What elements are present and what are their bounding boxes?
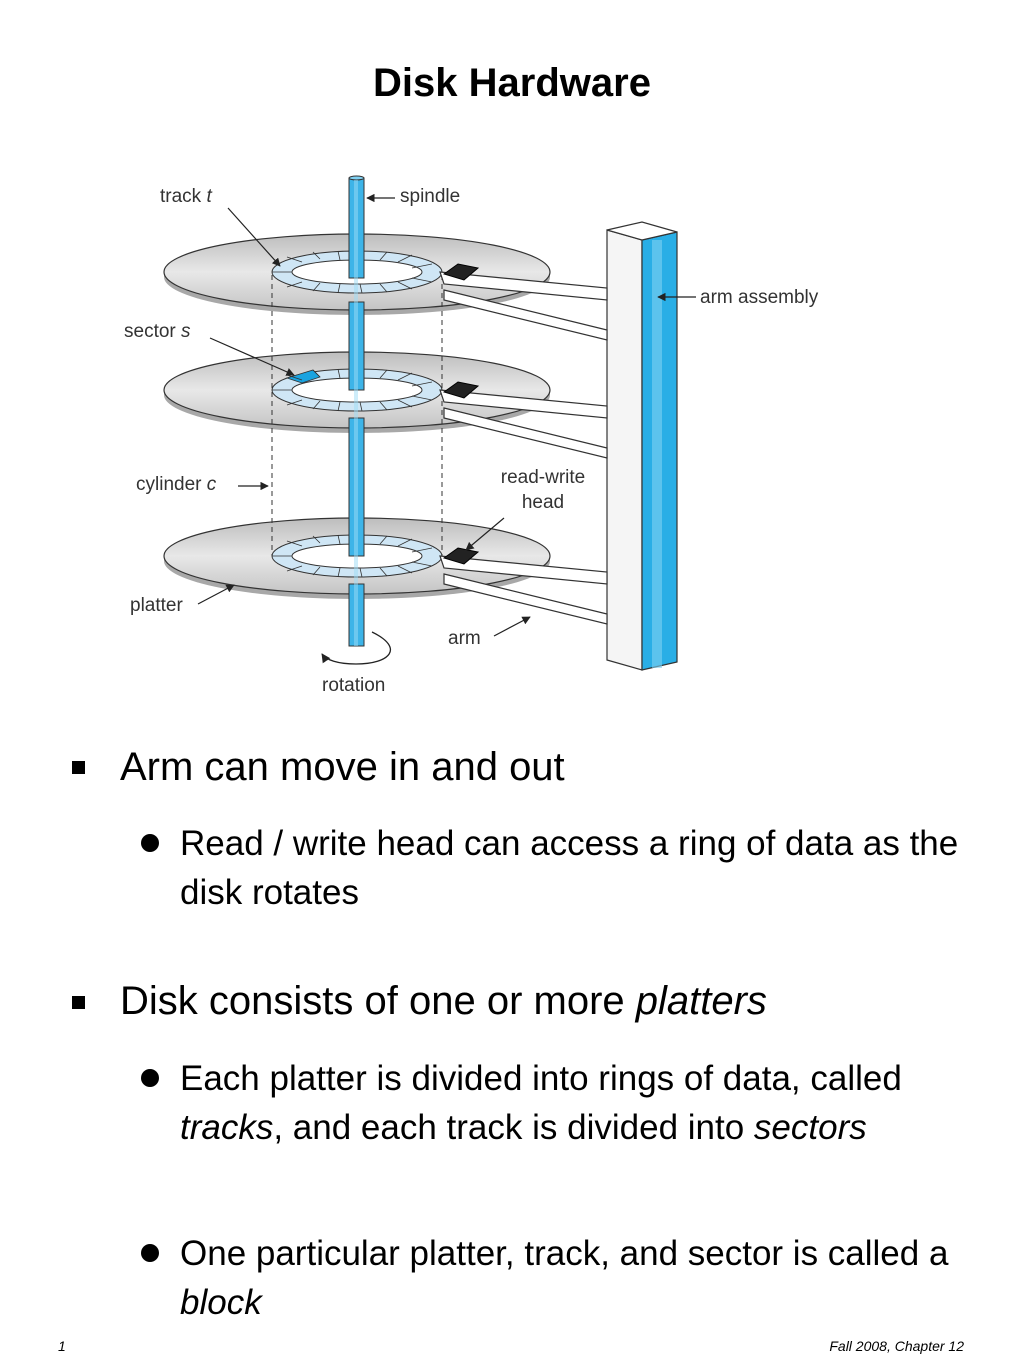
sub-bullet-2-2: One particular platter, track, and secto… [180,1234,949,1322]
label-spindle: spindle [400,186,460,207]
bullet-marker-2 [72,996,85,1009]
page-number: 1 [58,1338,66,1354]
sub-bullet-2-1: Each platter is divided into rings of da… [180,1059,902,1147]
label-platter: platter [130,595,183,616]
bullet-2: Disk consists of one or more platters [120,979,767,1023]
spindle-shaft [348,175,365,647]
sub-bullet-1-1: Read / write head can access a ring of d… [180,824,959,912]
label-arm-assembly: arm assembly [700,287,819,308]
rotation-arrow [321,631,392,665]
arms [439,271,608,625]
sub-bullet-marker-2-2 [141,1244,159,1262]
sub-bullet-marker-1-1 [141,834,159,852]
bullet-marker-1 [72,761,85,774]
bullet-1: Arm can move in and out [120,745,565,789]
label-read-write-head-line1: read-write [501,467,585,488]
arm-assembly-column [606,221,678,671]
label-read-write-head-line2: head [522,492,564,513]
disk-hardware-diagram: track t spindle arm assembly sector s cy… [124,175,819,696]
slide-title: Disk Hardware [373,61,651,105]
label-sector: sector s [124,321,191,342]
label-rotation: rotation [322,675,385,696]
label-track: track t [160,186,212,207]
footer-text: Fall 2008, Chapter 12 [829,1338,964,1354]
read-write-heads [442,263,480,565]
sub-bullet-marker-2-1 [141,1069,159,1087]
label-arm: arm [448,628,481,649]
label-pointers [197,193,696,637]
label-cylinder: cylinder c [136,474,217,495]
cylinder-outline [271,275,443,556]
